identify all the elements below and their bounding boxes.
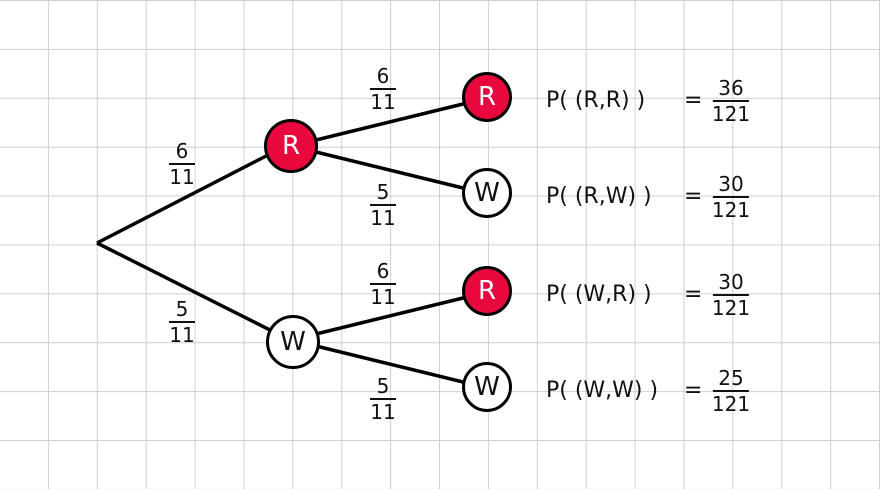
denominator: 121 xyxy=(711,102,751,126)
outcome-rr-value: 36 121 xyxy=(712,77,750,125)
denominator: 11 xyxy=(370,90,396,114)
denominator: 121 xyxy=(711,296,751,320)
branch-w-r xyxy=(315,296,464,336)
denominator: 11 xyxy=(370,285,396,309)
outcome-wr-value: 30 121 xyxy=(712,271,750,319)
branch-r-r xyxy=(315,102,464,142)
fraction-bar xyxy=(370,398,396,400)
prob-w-w: 5 11 xyxy=(370,375,396,423)
numerator: 5 xyxy=(376,374,390,398)
fraction-bar xyxy=(713,196,749,198)
prob-r-w: 5 11 xyxy=(370,181,396,229)
numerator: 5 xyxy=(175,297,189,321)
fraction-bar xyxy=(713,100,749,102)
numerator: 36 xyxy=(718,76,744,100)
node-rr: R xyxy=(462,72,512,122)
outcome-rr-equals: = xyxy=(684,88,703,113)
denominator: 11 xyxy=(370,400,396,424)
prob-w-r: 6 11 xyxy=(370,260,396,308)
denominator: 11 xyxy=(169,323,195,347)
outcome-rw-value: 30 121 xyxy=(712,173,750,221)
branch-root-r xyxy=(96,153,269,245)
fraction-bar xyxy=(169,321,195,323)
fraction-bar xyxy=(370,283,396,285)
fraction-bar xyxy=(370,88,396,90)
outcome-ww-equals: = xyxy=(684,378,703,403)
numerator: 6 xyxy=(376,259,390,283)
node-rw: W xyxy=(462,168,512,218)
outcome-rw-label: P( (R,W) ) xyxy=(546,184,652,209)
prob-first-w: 5 11 xyxy=(169,298,195,346)
numerator: 25 xyxy=(718,366,744,390)
outcome-wr-equals: = xyxy=(684,282,703,307)
branch-root-w xyxy=(96,241,271,332)
outcome-wr-label: P( (W,R) ) xyxy=(546,282,652,307)
numerator: 5 xyxy=(376,180,390,204)
outcome-ww-label: P( (W,W) ) xyxy=(546,378,659,403)
node-first-w: W xyxy=(266,315,320,369)
fraction-bar xyxy=(169,163,195,165)
denominator: 121 xyxy=(711,392,751,416)
denominator: 121 xyxy=(711,198,751,222)
prob-first-r: 6 11 xyxy=(169,140,195,188)
branch-w-w xyxy=(315,344,464,384)
numerator: 6 xyxy=(175,139,189,163)
fraction-bar xyxy=(713,294,749,296)
numerator: 6 xyxy=(376,64,390,88)
denominator: 11 xyxy=(370,206,396,230)
numerator: 30 xyxy=(718,172,744,196)
prob-r-r: 6 11 xyxy=(370,65,396,113)
fraction-bar xyxy=(713,390,749,392)
outcome-rr-label: P( (R,R) ) xyxy=(546,88,646,113)
node-first-r: R xyxy=(264,119,318,173)
node-ww: W xyxy=(462,362,512,412)
outcome-rw-equals: = xyxy=(684,184,703,209)
node-wr: R xyxy=(462,266,512,316)
branch-r-w xyxy=(315,150,464,190)
outcome-ww-value: 25 121 xyxy=(712,367,750,415)
fraction-bar xyxy=(370,204,396,206)
denominator: 11 xyxy=(169,165,195,189)
numerator: 30 xyxy=(718,270,744,294)
